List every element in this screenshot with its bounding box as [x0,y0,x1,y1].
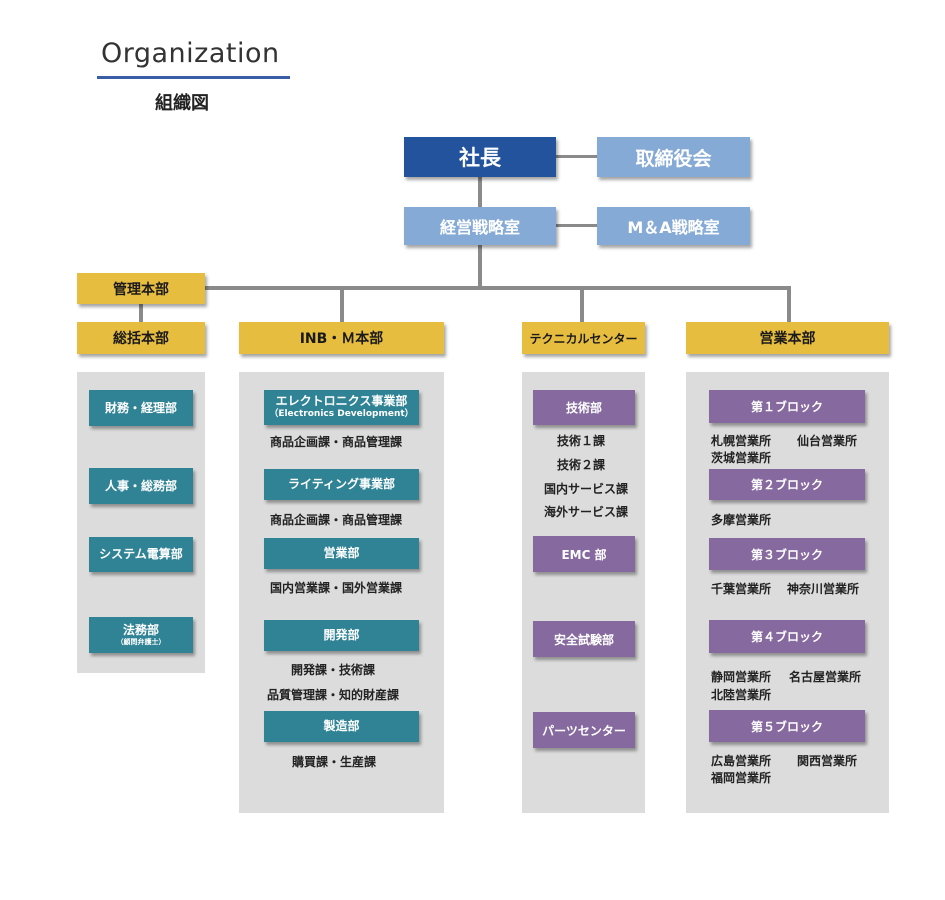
connector-line [555,224,598,227]
systems-dept-box: システム電算部 [89,537,193,572]
manufacturing-sections: 購買課・生産課 [292,755,377,769]
strategy-office-box: 経営戦略室 [404,207,556,245]
office-shizuoka: 静岡営業所 [711,670,772,684]
electronics-dept-box: エレクトロニクス事業部 （Electronics Development） [264,390,419,425]
safety-test-dept-box: 安全試験部 [533,621,635,657]
board-box: 取締役会 [597,137,750,177]
soukatsu-division-box: 総括本部 [77,322,205,354]
president-box: 社長 [404,137,556,177]
office-hokuriku: 北陸営業所 [711,688,772,702]
office-kansai: 関西営業所 [797,754,858,768]
block-5-box: 第５ブロック [709,710,865,742]
emc-dept-box: EMC 部 [533,536,635,572]
office-sapporo: 札幌営業所 [711,434,772,448]
tech-center-box: テクニカルセンター [522,322,645,354]
ma-strategy-office-box: M＆A戦略室 [597,207,750,245]
office-kanagawa: 神奈川営業所 [787,582,860,596]
sales-dept-sections: 国内営業課・国外営業課 [270,581,403,595]
engineering-dept-box: 技術部 [533,390,635,425]
lighting-dept-box: ライティング事業部 [264,469,419,500]
block-4-box: 第４ブロック [709,620,865,653]
kanri-division-box: 管理本部 [77,273,205,304]
lighting-sections: 商品企画課・商品管理課 [270,513,403,527]
connector-line [580,288,584,322]
sales-dept-box: 営業部 [264,538,419,569]
connector-line [205,286,791,290]
office-chiba: 千葉営業所 [711,582,772,596]
inb-division-box: INB・Ｍ本部 [239,322,444,354]
development-dept-box: 開発部 [264,620,419,651]
connector-line [139,304,143,322]
legal-dept-box: 法務部 （顧問弁護士） [89,617,193,653]
connector-line [555,155,598,158]
finance-dept-box: 財務・経理部 [89,390,193,426]
electronics-dept-sub: （Electronics Development） [269,409,414,420]
hr-dept-box: 人事・総務部 [89,468,193,504]
tech-section-3: 国内サービス課 [544,482,629,496]
tech-section-2: 技術２課 [557,458,606,472]
page-title-jp: 組織図 [155,93,209,114]
office-nagoya: 名古屋営業所 [789,670,862,684]
legal-dept-label: 法務部 [122,623,159,638]
electronics-sections: 商品企画課・商品管理課 [270,435,403,449]
title-underline [97,76,290,79]
sales-division-box: 営業本部 [686,322,889,354]
office-tama: 多摩営業所 [711,513,772,527]
connector-line [787,288,791,322]
block-2-box: 第２ブロック [709,469,865,500]
block-1-box: 第１ブロック [709,390,865,423]
development-sections-2: 品質管理課・知的財産課 [267,688,400,702]
electronics-dept-label: エレクトロニクス事業部 [275,394,408,409]
tech-section-4: 海外サービス課 [544,505,629,519]
development-sections-1: 開発課・技術課 [291,663,376,677]
office-ibaraki: 茨城営業所 [711,451,772,465]
block-3-box: 第３ブロック [709,538,865,570]
office-hiroshima: 広島営業所 [711,754,772,768]
office-fukuoka: 福岡営業所 [711,771,772,785]
connector-line [340,288,344,322]
parts-center-box: パーツセンター [533,712,635,748]
tech-section-1: 技術１課 [557,434,606,448]
office-sendai: 仙台営業所 [797,434,858,448]
legal-dept-sub: （顧問弁護士） [116,638,166,647]
page-title-en: Organization [101,38,280,69]
manufacturing-dept-box: 製造部 [264,711,419,742]
